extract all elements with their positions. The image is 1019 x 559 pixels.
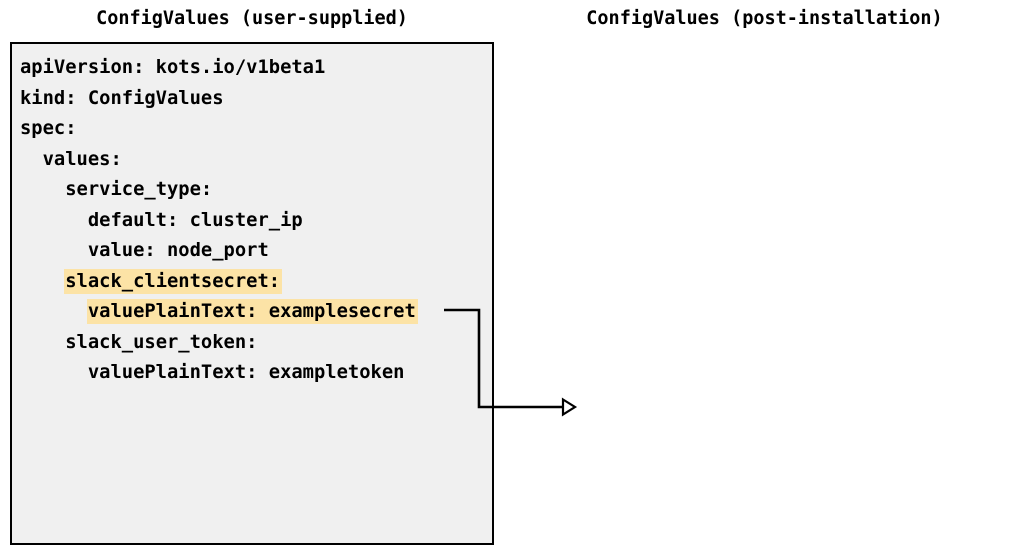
code-line: slack_clientsecret: <box>20 267 492 298</box>
code-text: valuePlainText: exampletoken <box>87 362 405 383</box>
code-line: slack_user_token: <box>20 328 492 359</box>
code-indent <box>20 301 88 322</box>
code-text: apiVersion: kots.io/v1beta1 <box>20 57 326 78</box>
code-line: kind: ConfigValues <box>20 84 492 115</box>
code-line: valuePlainText: examplesecret <box>20 297 492 328</box>
code-text: kind: ConfigValues <box>20 87 224 109</box>
code-indent <box>20 210 88 231</box>
code-line: default: cluster_ip <box>20 206 492 237</box>
code-line: values: <box>20 145 492 176</box>
left-code-lines: apiVersion: kots.io/v1beta1 kind: ConfigV… <box>20 53 492 389</box>
left-panel: ConfigValues (user-supplied) apiVersion:… <box>0 0 504 559</box>
code-line: valuePlainText: exampletoken <box>20 358 492 389</box>
code-indent <box>20 149 43 170</box>
code-line: apiVersion: kots.io/v1beta1 <box>20 53 492 84</box>
right-panel-title: ConfigValues (post-installation) <box>586 8 943 29</box>
left-panel-title: ConfigValues (user-supplied) <box>96 8 408 29</box>
code-line: service_type: <box>20 175 492 206</box>
left-configvalues-box: apiVersion: kots.io/v1beta1 kind: ConfigV… <box>10 42 494 545</box>
code-indent <box>20 179 65 200</box>
code-text: value: node_port <box>87 240 269 261</box>
code-text: values: <box>42 148 122 170</box>
right-panel: ConfigValues (post-installation) apiVers… <box>510 0 1019 559</box>
code-text: default: cluster_ip <box>87 209 303 231</box>
code-line: spec: <box>20 114 492 145</box>
code-line: value: node_port <box>20 236 492 267</box>
code-indent <box>20 332 65 353</box>
code-text: slack_user_token: <box>65 331 258 353</box>
code-text: valuePlainText: examplesecret <box>87 299 416 324</box>
code-text: spec: <box>20 118 77 139</box>
code-text: slack_clientsecret: <box>65 268 281 294</box>
code-indent <box>20 362 88 383</box>
code-indent <box>20 240 88 261</box>
code-text: service_type: <box>65 179 213 200</box>
code-indent <box>20 271 65 292</box>
